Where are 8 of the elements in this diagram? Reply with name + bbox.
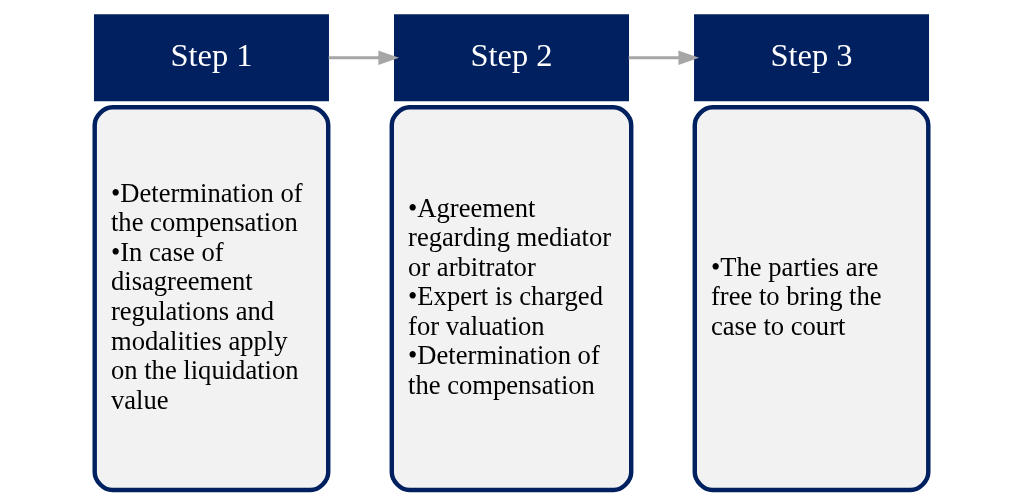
node-box: •The parties are free to bring the case to court: [692, 104, 931, 492]
arrow: [628, 50, 700, 65]
node-box: Step 3: [694, 13, 930, 101]
node-box: Step 1: [93, 13, 329, 101]
node-box: •Agreement regarding mediator or arbitrator •Expert is charged for valuation •Determination of the compensation: [389, 104, 634, 492]
arrow: [328, 50, 400, 65]
node-box: Step 2: [394, 13, 629, 101]
node-box: •Determination of the compensation •In case of disagreement regulations and modalities apply on the liquidation value: [92, 104, 331, 492]
